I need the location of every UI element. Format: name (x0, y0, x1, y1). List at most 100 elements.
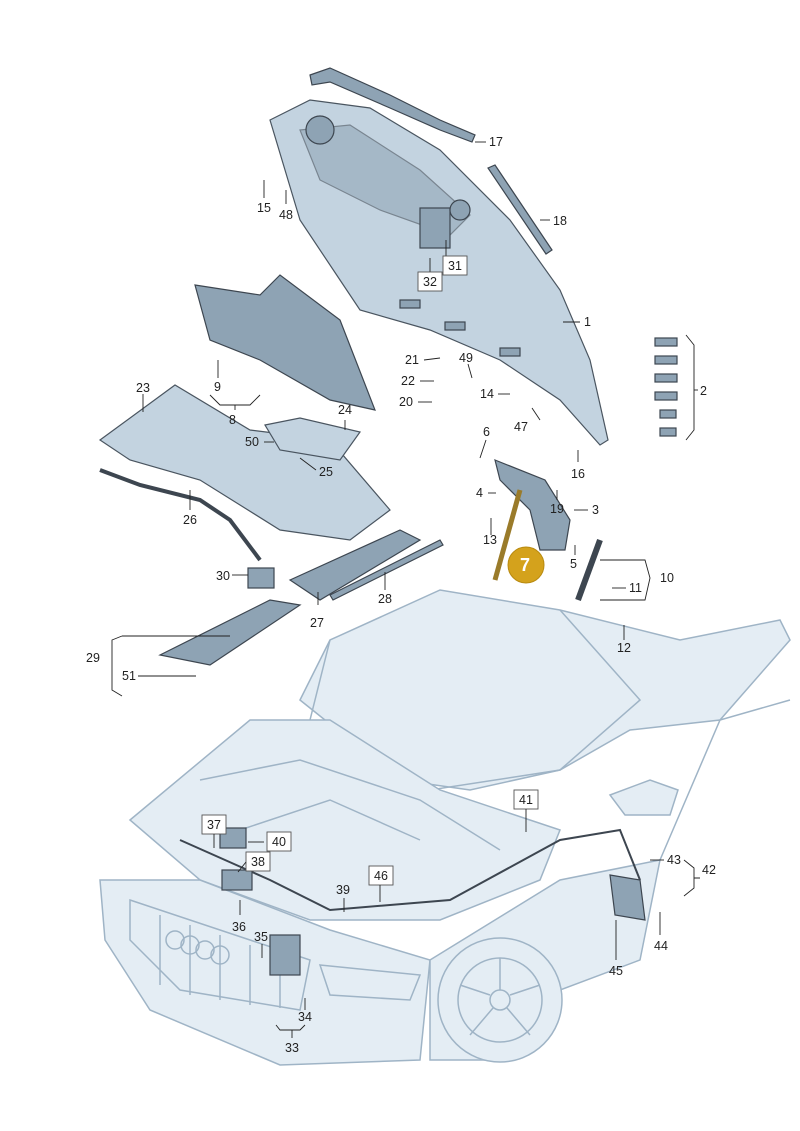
svg-text:1: 1 (584, 315, 591, 329)
svg-text:44: 44 (654, 939, 668, 953)
bolt-set (654, 337, 678, 437)
hinge-45 (609, 874, 646, 921)
callout-2: 2 (685, 334, 707, 441)
callout-48: 48 (279, 190, 293, 222)
svg-text:43: 43 (667, 853, 681, 867)
callout-27: 27 (310, 592, 324, 630)
callout-5: 5 (570, 545, 577, 571)
catch-plate (219, 827, 247, 849)
callout-39: 39 (336, 883, 350, 912)
callout-47: 47 (514, 407, 541, 434)
callout-17: 17 (475, 135, 503, 149)
release-cable (179, 828, 641, 912)
callout-23: 23 (136, 381, 150, 412)
svg-text:4: 4 (476, 486, 483, 500)
callout-9: 9 (214, 360, 221, 394)
svg-text:40: 40 (272, 835, 286, 849)
callout-14: 14 (480, 387, 510, 401)
svg-text:17: 17 (489, 135, 503, 149)
highlight-circle (507, 546, 545, 584)
svg-text:6: 6 (483, 425, 490, 439)
svg-text:10: 10 (660, 571, 674, 585)
callout-38: 38 (237, 851, 271, 873)
svg-text:2: 2 (700, 384, 707, 398)
callout-20: 20 (399, 395, 432, 409)
svg-text:41: 41 (519, 793, 533, 807)
trim-strip (487, 164, 553, 255)
insulation-mat (194, 274, 376, 411)
callout-21: 21 (405, 353, 441, 367)
callout-19: 19 (550, 490, 564, 516)
svg-text:35: 35 (254, 930, 268, 944)
callout-labels: 1 2 3 4 5 6 8 9 10 11 12 13 14 15 16 17 … (86, 135, 716, 1055)
svg-text:14: 14 (480, 387, 494, 401)
callout-6: 6 (479, 425, 490, 459)
callout-12: 12 (617, 625, 631, 655)
svg-text:26: 26 (183, 513, 197, 527)
svg-text:18: 18 (553, 214, 567, 228)
svg-text:51: 51 (122, 669, 136, 683)
svg-text:22: 22 (401, 374, 415, 388)
svg-text:5: 5 (570, 557, 577, 571)
svg-text:48: 48 (279, 208, 293, 222)
callout-40: 40 (248, 831, 292, 852)
svg-text:9: 9 (214, 380, 221, 394)
callout-26: 26 (183, 490, 197, 527)
svg-text:21: 21 (405, 353, 419, 367)
svg-text:50: 50 (245, 435, 259, 449)
svg-text:28: 28 (378, 592, 392, 606)
seal-rail (329, 539, 444, 601)
callout-18: 18 (540, 214, 567, 228)
callout-28: 28 (378, 572, 392, 606)
callout-16: 16 (571, 450, 585, 481)
callout-3: 3 (574, 503, 599, 517)
svg-text:3: 3 (592, 503, 599, 517)
callout-43: 43 (650, 853, 681, 867)
callout-50: 50 (245, 435, 274, 449)
hood-hinge (494, 459, 571, 551)
svg-text:34: 34 (298, 1010, 312, 1024)
seal-strip (309, 67, 476, 143)
svg-text:46: 46 (374, 869, 388, 883)
highlighted-callout-7[interactable]: 7 (507, 546, 545, 584)
clip-30 (247, 567, 275, 589)
svg-text:11: 11 (629, 581, 642, 595)
svg-text:39: 39 (336, 883, 350, 897)
svg-text:25: 25 (319, 465, 333, 479)
callout-51: 51 (122, 669, 196, 683)
svg-text:32: 32 (423, 275, 437, 289)
callout-44: 44 (654, 912, 668, 953)
callout-46: 46 (368, 865, 394, 902)
callout-10: 10 (600, 559, 674, 601)
svg-text:30: 30 (216, 569, 230, 583)
svg-text:33: 33 (285, 1041, 299, 1055)
svg-text:8: 8 (229, 413, 236, 427)
callout-32: 32 (417, 258, 443, 292)
prop-rod (492, 489, 523, 581)
svg-text:38: 38 (251, 855, 265, 869)
svg-text:31: 31 (448, 259, 462, 273)
svg-text:42: 42 (702, 863, 716, 877)
svg-text:45: 45 (609, 964, 623, 978)
callout-30: 30 (216, 569, 248, 583)
callout-35: 35 (254, 930, 268, 958)
svg-text:37: 37 (207, 818, 221, 832)
cover-panel (264, 417, 362, 461)
lock-bracket (221, 869, 253, 891)
svg-text:15: 15 (257, 201, 271, 215)
callout-22: 22 (401, 374, 434, 388)
callout-15: 15 (257, 180, 271, 215)
side-trim (158, 599, 302, 666)
callout-49: 49 (459, 351, 473, 379)
callout-31: 31 (442, 240, 468, 276)
svg-text:23: 23 (136, 381, 150, 395)
trim-bracket (288, 529, 422, 601)
callout-41: 41 (513, 789, 539, 832)
callout-1: 1 (563, 315, 591, 329)
callout-36: 36 (232, 900, 246, 934)
callout-42: 42 (683, 859, 716, 897)
gas-strut (575, 538, 603, 602)
svg-text:13: 13 (483, 533, 497, 547)
svg-text:49: 49 (459, 351, 473, 365)
drain-hose (99, 468, 262, 562)
